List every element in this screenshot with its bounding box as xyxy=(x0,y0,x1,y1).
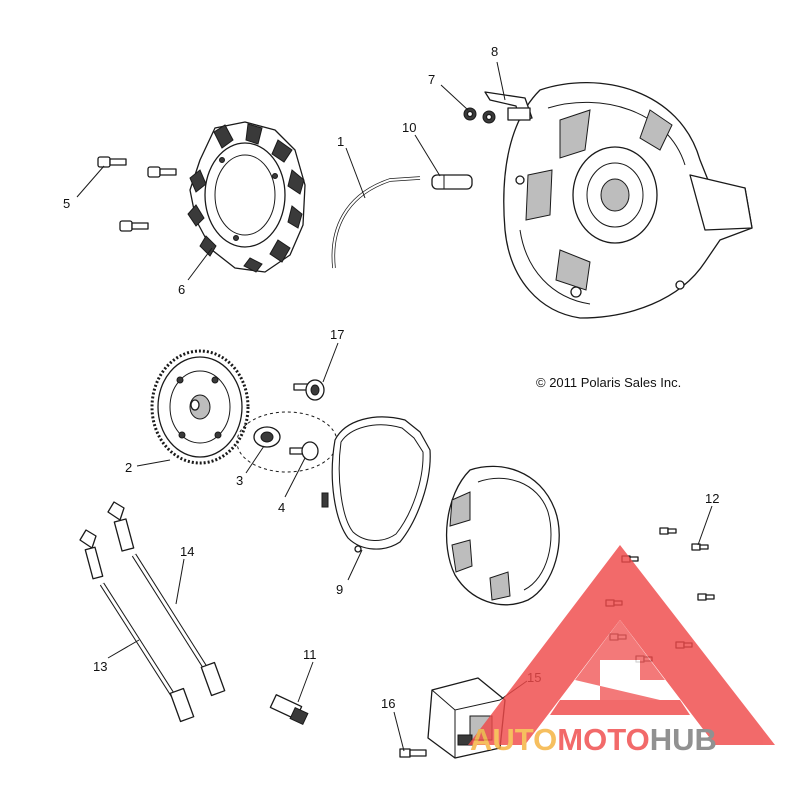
callout-6: 6 xyxy=(178,282,185,297)
bracket-part xyxy=(484,91,533,121)
automotohub-watermark: AUTOMOTOHUB xyxy=(468,545,775,757)
bolt-b xyxy=(482,110,496,124)
screw-a xyxy=(97,156,127,168)
crankcase-housing-part xyxy=(503,82,753,319)
callout-1: 1 xyxy=(337,134,344,149)
watermark-auto: AUTOMOTOHUB xyxy=(470,722,717,757)
watermark-logo-triangle xyxy=(468,545,775,745)
callout-17: 17 xyxy=(330,327,344,342)
stator-screws xyxy=(97,156,177,232)
screw-b xyxy=(147,166,177,178)
stator-cover-part xyxy=(445,465,560,606)
bolt-a xyxy=(463,107,477,121)
callout-11: 11 xyxy=(303,647,317,662)
callout-3: 3 xyxy=(236,473,243,488)
watermark-word-hub: HUB xyxy=(650,722,717,757)
callout-2: 2 xyxy=(125,460,132,475)
fitting-part xyxy=(431,174,473,190)
cover-screw-2 xyxy=(691,543,709,551)
callout-14: 14 xyxy=(180,544,194,559)
cover-screw-4 xyxy=(697,593,715,601)
callout-12: 12 xyxy=(705,491,719,506)
copyright-notice: © 2011 Polaris Sales Inc. xyxy=(536,375,681,390)
wire-part xyxy=(331,176,421,269)
gasket-part xyxy=(321,416,431,553)
callout-10: 10 xyxy=(402,120,416,135)
callout-9: 9 xyxy=(336,582,343,597)
callout-4: 4 xyxy=(278,500,285,515)
stator-part xyxy=(187,121,306,273)
flywheel-bolt-part xyxy=(289,441,319,461)
cover-screw-1 xyxy=(659,527,677,535)
starter-gear-part xyxy=(293,379,325,401)
callout-16: 16 xyxy=(381,696,395,711)
screw-c xyxy=(119,220,149,232)
bracket-bolts xyxy=(463,107,496,124)
leader-lines xyxy=(76,61,713,752)
callout-5: 5 xyxy=(63,196,70,211)
watermark-word-moto: MOTO xyxy=(557,722,649,757)
coupler-part xyxy=(236,411,338,473)
callout-13: 13 xyxy=(93,659,107,674)
spark-plug-part xyxy=(269,694,309,726)
watermark-word-auto: AUTO xyxy=(470,722,557,757)
regulator-bolt-part xyxy=(399,748,427,758)
spark-plug-wire-14 xyxy=(107,501,226,697)
flywheel-part xyxy=(150,349,250,465)
spark-plug-wire-13 xyxy=(79,529,195,723)
callout-8: 8 xyxy=(491,44,498,59)
callout-7: 7 xyxy=(428,72,435,87)
